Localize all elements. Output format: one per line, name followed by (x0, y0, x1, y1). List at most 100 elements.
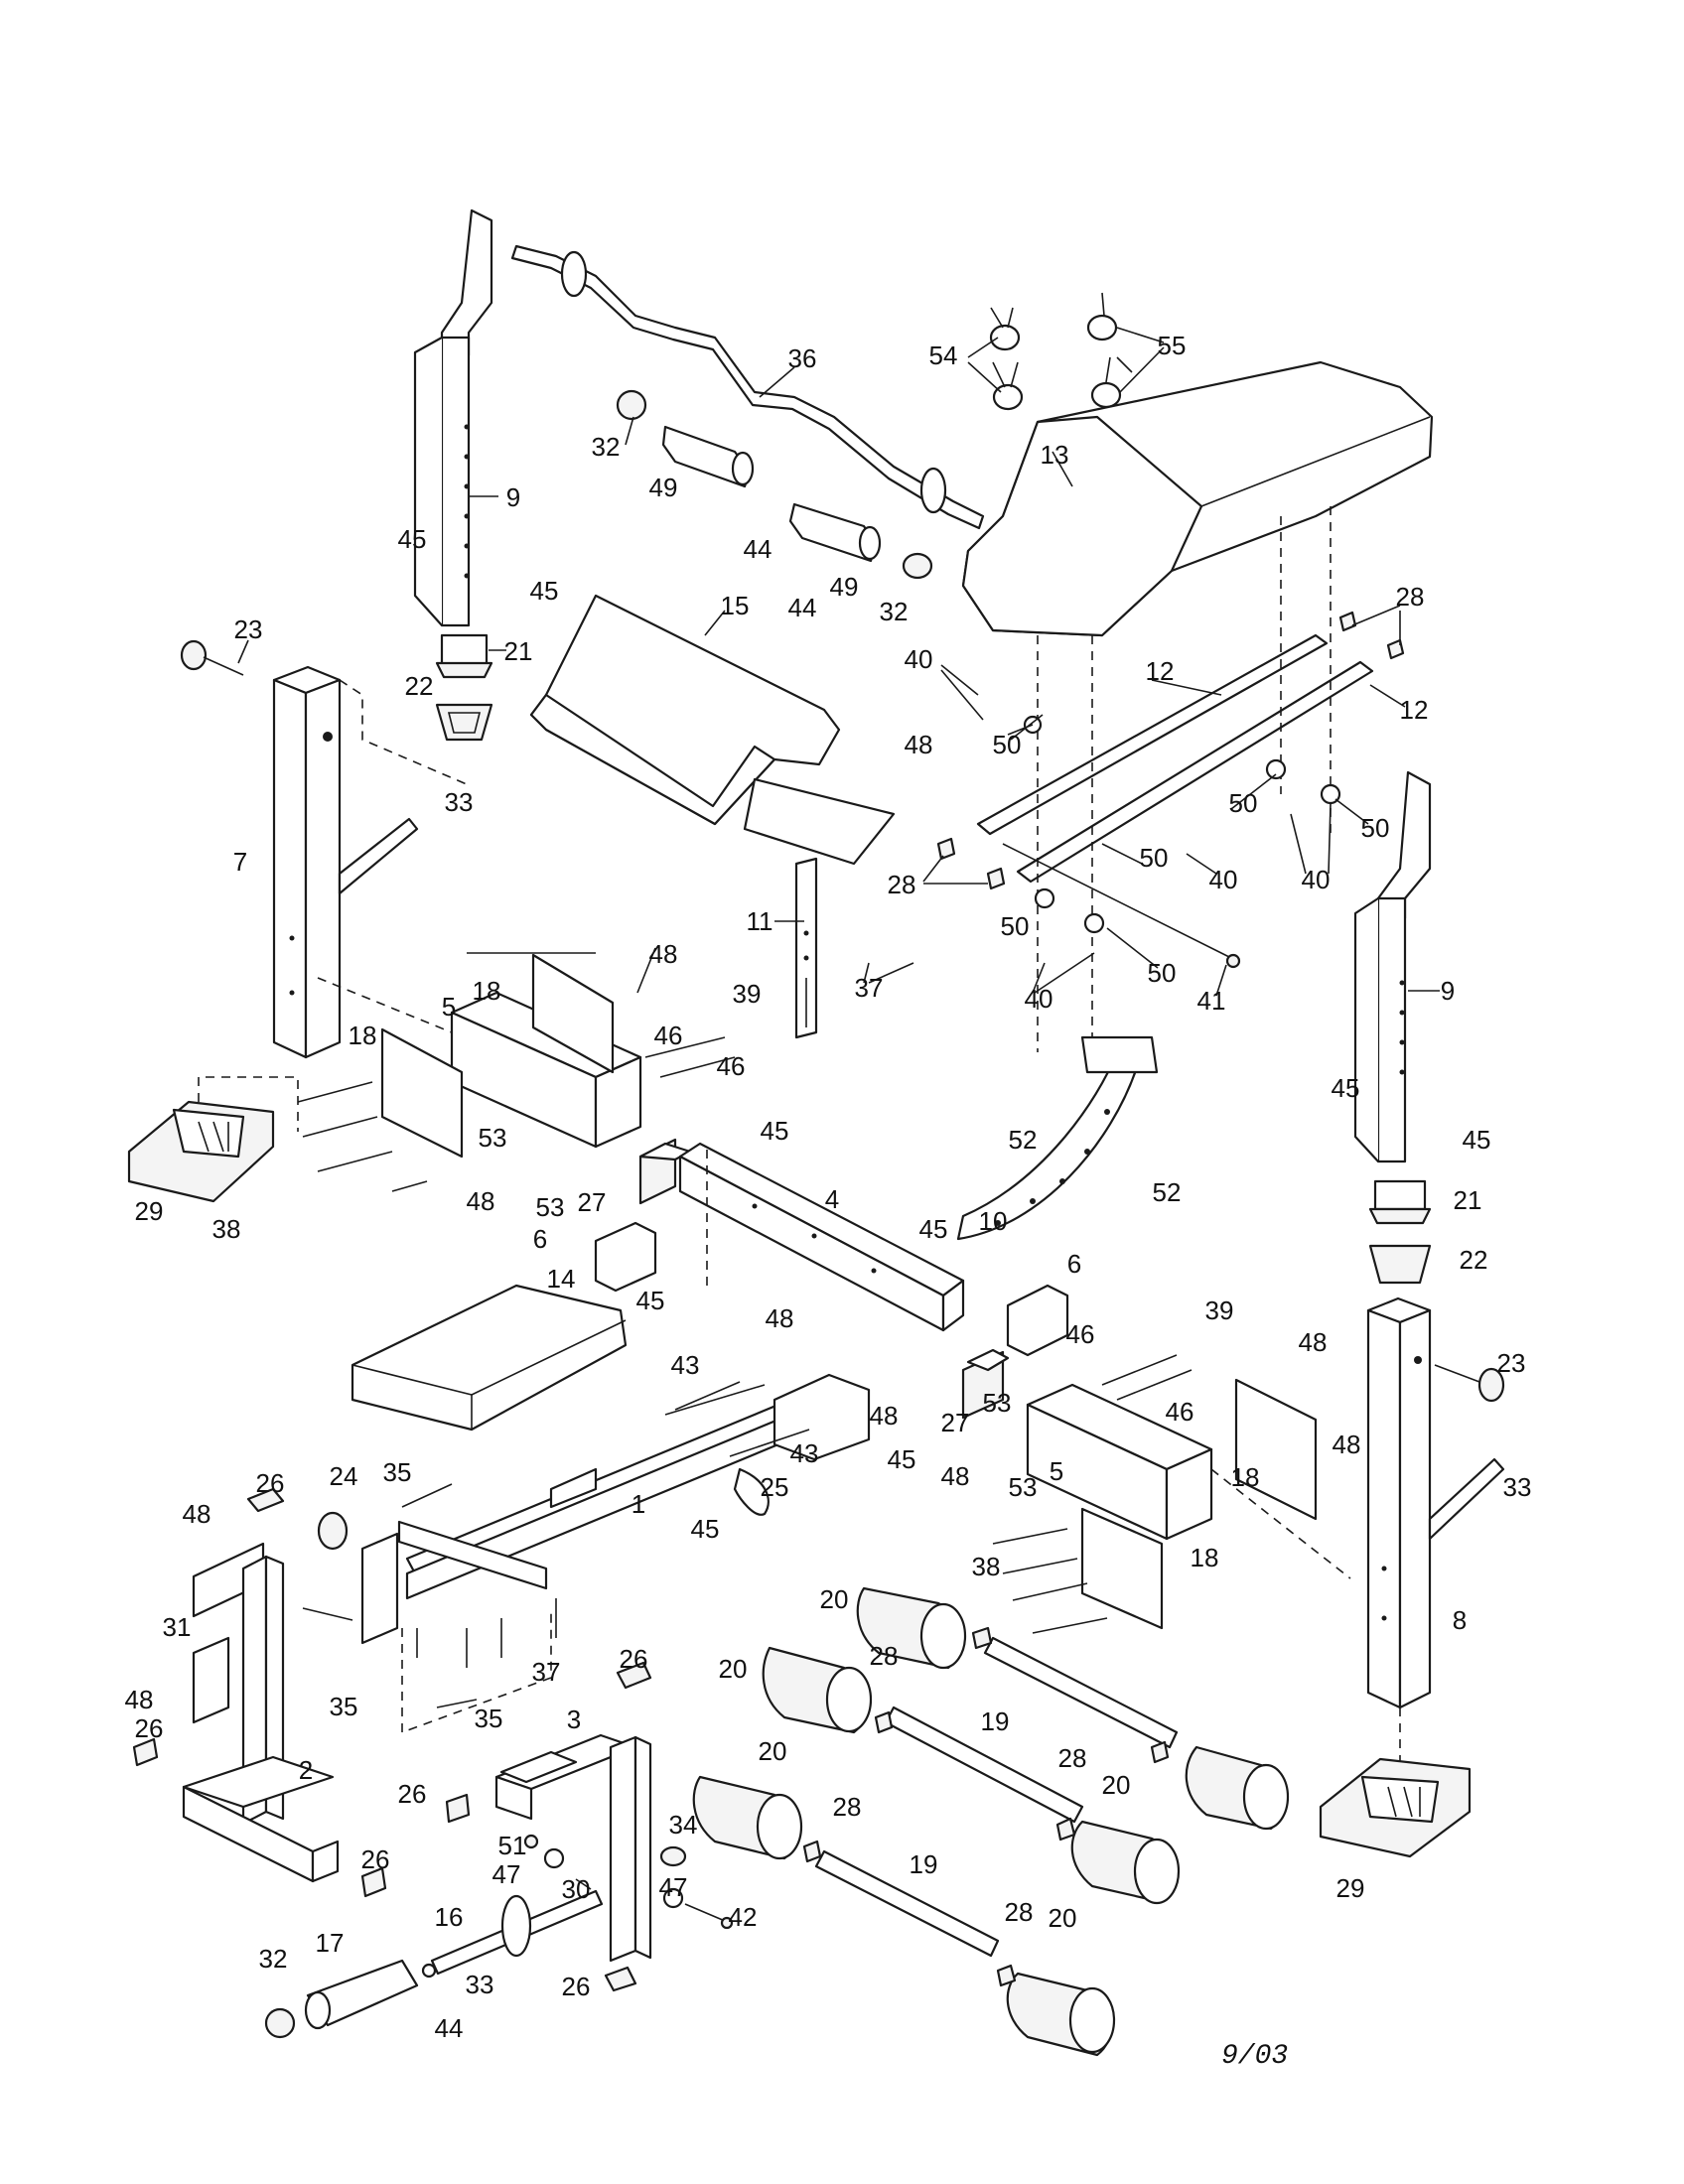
bolts-38-left (297, 1081, 428, 1192)
part-callout-14: 14 (547, 1264, 576, 1294)
spacer-27-left (638, 1138, 692, 1205)
part-callout-50: 50 (993, 730, 1022, 759)
part-callout-54: 54 (929, 341, 958, 370)
handle-25 (733, 1467, 770, 1516)
bolt-42 (662, 1887, 734, 1930)
part-callout-45: 45 (398, 524, 427, 554)
part-callout-37: 37 (855, 973, 884, 1003)
sleeve-49-top-left (616, 389, 755, 488)
part-callout-53: 53 (983, 1388, 1012, 1418)
part-callout-17: 17 (316, 1928, 345, 1958)
part-callout-29: 29 (135, 1196, 164, 1226)
part-callout-18: 18 (473, 976, 501, 1006)
part-callout-20: 20 (719, 1654, 748, 1684)
part-callout-55: 55 (1158, 331, 1187, 360)
u-bracket-37 (360, 1520, 557, 1734)
part-callout-52: 52 (1009, 1125, 1038, 1155)
collars-55 (1086, 292, 1133, 409)
part-callout-48: 48 (870, 1401, 899, 1431)
leg-tube-1 (405, 1373, 871, 1600)
part-callout-12: 12 (1400, 695, 1429, 725)
part-callout-45: 45 (530, 576, 559, 606)
part-callout-12: 12 (1146, 656, 1175, 686)
part-callout-28: 28 (870, 1641, 899, 1671)
part-callout-40: 40 (1025, 984, 1053, 1014)
part-callout-35: 35 (330, 1692, 358, 1721)
part-callout-19: 19 (981, 1706, 1010, 1736)
part-callout-20: 20 (1049, 1903, 1077, 1933)
part-callout-33: 33 (445, 787, 474, 817)
part-callout-48: 48 (183, 1499, 211, 1529)
rail-12-rear (1016, 660, 1374, 884)
part-callout-13: 13 (1041, 440, 1069, 470)
bolts-39 (644, 1036, 1193, 1401)
part-callout-21: 21 (504, 636, 533, 666)
tube-19-upper (884, 1636, 1179, 1824)
leg-frame-2 (182, 1555, 340, 1883)
washers-50 (1023, 715, 1341, 934)
rail-12-front (976, 633, 1329, 836)
cap-21-right (1368, 1179, 1432, 1225)
part-callout-41: 41 (1197, 986, 1226, 1016)
part-callout-27: 27 (941, 1408, 970, 1437)
leader-lines (237, 327, 1440, 997)
upright-left-9 (413, 208, 493, 627)
part-callout-28: 28 (1005, 1897, 1034, 1927)
part-callout-26: 26 (562, 1972, 591, 2001)
bar-16 (430, 1889, 604, 1976)
part-callout-45: 45 (919, 1214, 948, 1244)
part-callout-36: 36 (788, 343, 817, 373)
part-callout-26: 26 (398, 1779, 427, 1809)
curl-bar-36 (510, 244, 985, 530)
part-callout-34: 34 (669, 1810, 698, 1840)
part-callout-6: 6 (1067, 1249, 1081, 1279)
spacer-6-right (1006, 1284, 1069, 1357)
part-callout-43: 43 (790, 1438, 819, 1468)
knob-23-right (1434, 1364, 1505, 1403)
bolts-38-right (992, 1528, 1108, 1634)
part-callout-15: 15 (721, 591, 750, 620)
part-callout-5: 5 (442, 992, 456, 1022)
part-callout-20: 20 (820, 1584, 849, 1614)
main-tube-4 (678, 1142, 965, 1332)
part-callout-45: 45 (1332, 1073, 1360, 1103)
part-callout-48: 48 (125, 1685, 154, 1714)
part-callout-28: 28 (1058, 1743, 1087, 1773)
part-callout-28: 28 (888, 870, 916, 899)
post-right-8 (1366, 1297, 1505, 1767)
part-callout-18: 18 (1191, 1543, 1219, 1572)
part-callout-45: 45 (761, 1116, 789, 1146)
part-callout-45: 45 (888, 1444, 916, 1474)
part-callout-22: 22 (405, 671, 434, 701)
part-callout-53: 53 (1009, 1472, 1038, 1502)
part-callout-38: 38 (972, 1552, 1001, 1581)
knob-23-left (180, 639, 244, 676)
part-callout-32: 32 (259, 1944, 288, 1974)
part-callout-48: 48 (766, 1303, 794, 1333)
part-callout-50: 50 (1229, 788, 1258, 818)
part-callout-39: 39 (733, 979, 762, 1009)
foot-29-right (1319, 1757, 1472, 1858)
part-callout-48: 48 (649, 939, 678, 969)
part-callout-20: 20 (759, 1736, 787, 1766)
part-callout-39: 39 (1205, 1296, 1234, 1325)
part-callout-48: 48 (1333, 1430, 1361, 1459)
upright-right-9 (1353, 770, 1432, 1163)
part-callout-16: 16 (435, 1902, 464, 1932)
part-callout-10: 10 (979, 1206, 1008, 1236)
foam-roller-20-e (1070, 1820, 1181, 1905)
part-callout-8: 8 (1453, 1605, 1467, 1635)
part-callout-43: 43 (671, 1350, 700, 1380)
part-callout-19: 19 (910, 1849, 938, 1879)
part-callout-28: 28 (1396, 582, 1425, 612)
part-callout-40: 40 (1302, 865, 1331, 894)
post-11 (794, 857, 818, 1039)
part-callout-1: 1 (632, 1489, 645, 1519)
leg-frame-3 (494, 1733, 652, 1963)
part-callout-25: 25 (761, 1472, 789, 1502)
part-callout-46: 46 (1166, 1397, 1194, 1427)
part-callout-45: 45 (636, 1286, 665, 1315)
part-callout-26: 26 (620, 1644, 648, 1674)
bolt-43-upper (664, 1384, 766, 1416)
part-callout-33: 33 (466, 1970, 494, 1999)
